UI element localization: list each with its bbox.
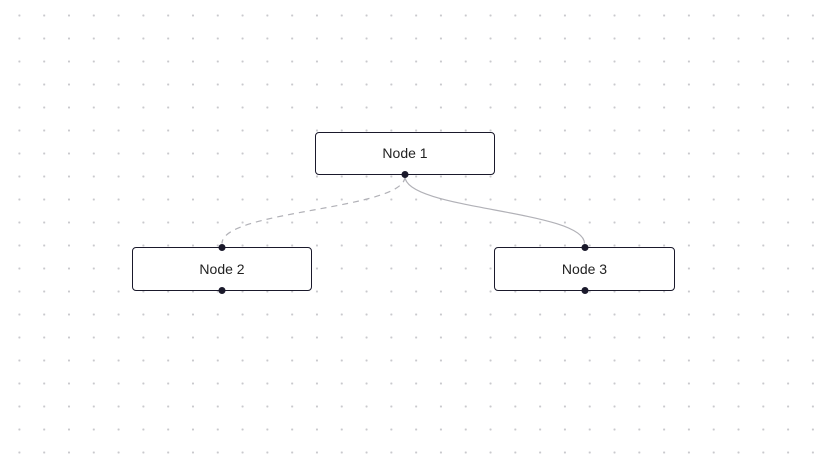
node-2-source-handle-icon[interactable]: [218, 286, 226, 294]
node-2-target-handle-icon[interactable]: [218, 243, 226, 251]
node-1-source-handle-icon[interactable]: [401, 170, 409, 178]
edge-node1-node2[interactable]: [221, 176, 406, 244]
node-3-source-handle-icon[interactable]: [581, 286, 588, 294]
node-1-label: Node 1: [382, 145, 428, 161]
node-3-label: Node 3: [561, 260, 608, 277]
node-2-label: Node 2: [199, 260, 245, 277]
edge-node1-node3[interactable]: [404, 176, 586, 244]
node-1[interactable]: Node 1: [315, 131, 495, 178]
node-3-target-handle-icon[interactable]: [581, 243, 588, 251]
node-3[interactable]: Node 3: [494, 243, 675, 294]
node-2[interactable]: Node 2: [132, 243, 312, 294]
